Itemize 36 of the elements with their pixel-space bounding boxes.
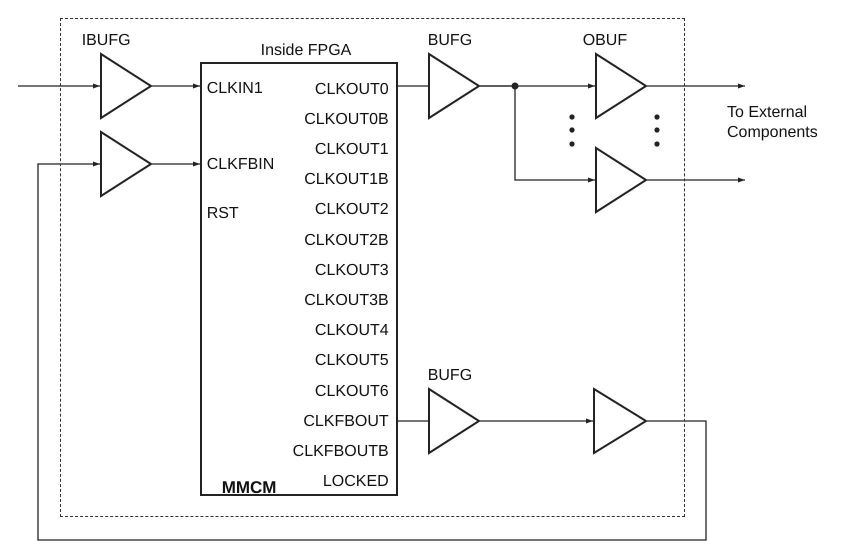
pin-label: CLKFBOUT	[303, 412, 389, 432]
buffer-label: BUFG	[428, 30, 472, 51]
pin-label: CLKOUT3	[314, 260, 389, 281]
pin-label: CLKFBIN	[206, 154, 274, 175]
pin-label: CLKIN1	[206, 78, 263, 99]
arrow	[480, 418, 593, 424]
connector-line	[398, 85, 428, 87]
pin-label: LOCKED	[322, 472, 389, 492]
buffer-label: OBUF	[582, 30, 628, 51]
pin-label: CLKOUT4	[314, 321, 389, 342]
pin-label: CLKOUT2B	[304, 230, 389, 251]
pin-label: CLKOUT5	[314, 351, 389, 372]
pin-label: CLKOUT0B	[304, 110, 389, 130]
pin-label: CLKOUT0	[314, 80, 389, 100]
pin-label: CLKOUT1B	[304, 170, 389, 190]
mmcm-block	[200, 62, 398, 496]
pin-label: RST	[206, 204, 239, 224]
pin-label: CLKFBOUTB	[292, 442, 389, 462]
note-text: To External Components	[727, 103, 819, 143]
arrow	[18, 84, 100, 88]
connector-line	[398, 420, 428, 422]
pin-label: CLKOUT1	[314, 140, 389, 160]
arrow	[647, 84, 745, 88]
buffer-label: BUFG	[428, 366, 472, 386]
arrow	[152, 162, 200, 166]
region-label: Inside FPGA	[260, 41, 352, 61]
arrow	[480, 85, 595, 182]
block-name: MMCM	[222, 478, 276, 498]
fpga-boundary	[60, 18, 685, 517]
pin-label: CLKOUT3B	[304, 291, 389, 312]
buffer-label: IBUFG	[82, 30, 131, 51]
arrow	[152, 84, 200, 88]
pin-label: CLKOUT6	[314, 382, 389, 402]
arrow	[37, 162, 707, 541]
arrow	[647, 178, 745, 182]
pin-label: CLKOUT2	[314, 200, 389, 220]
